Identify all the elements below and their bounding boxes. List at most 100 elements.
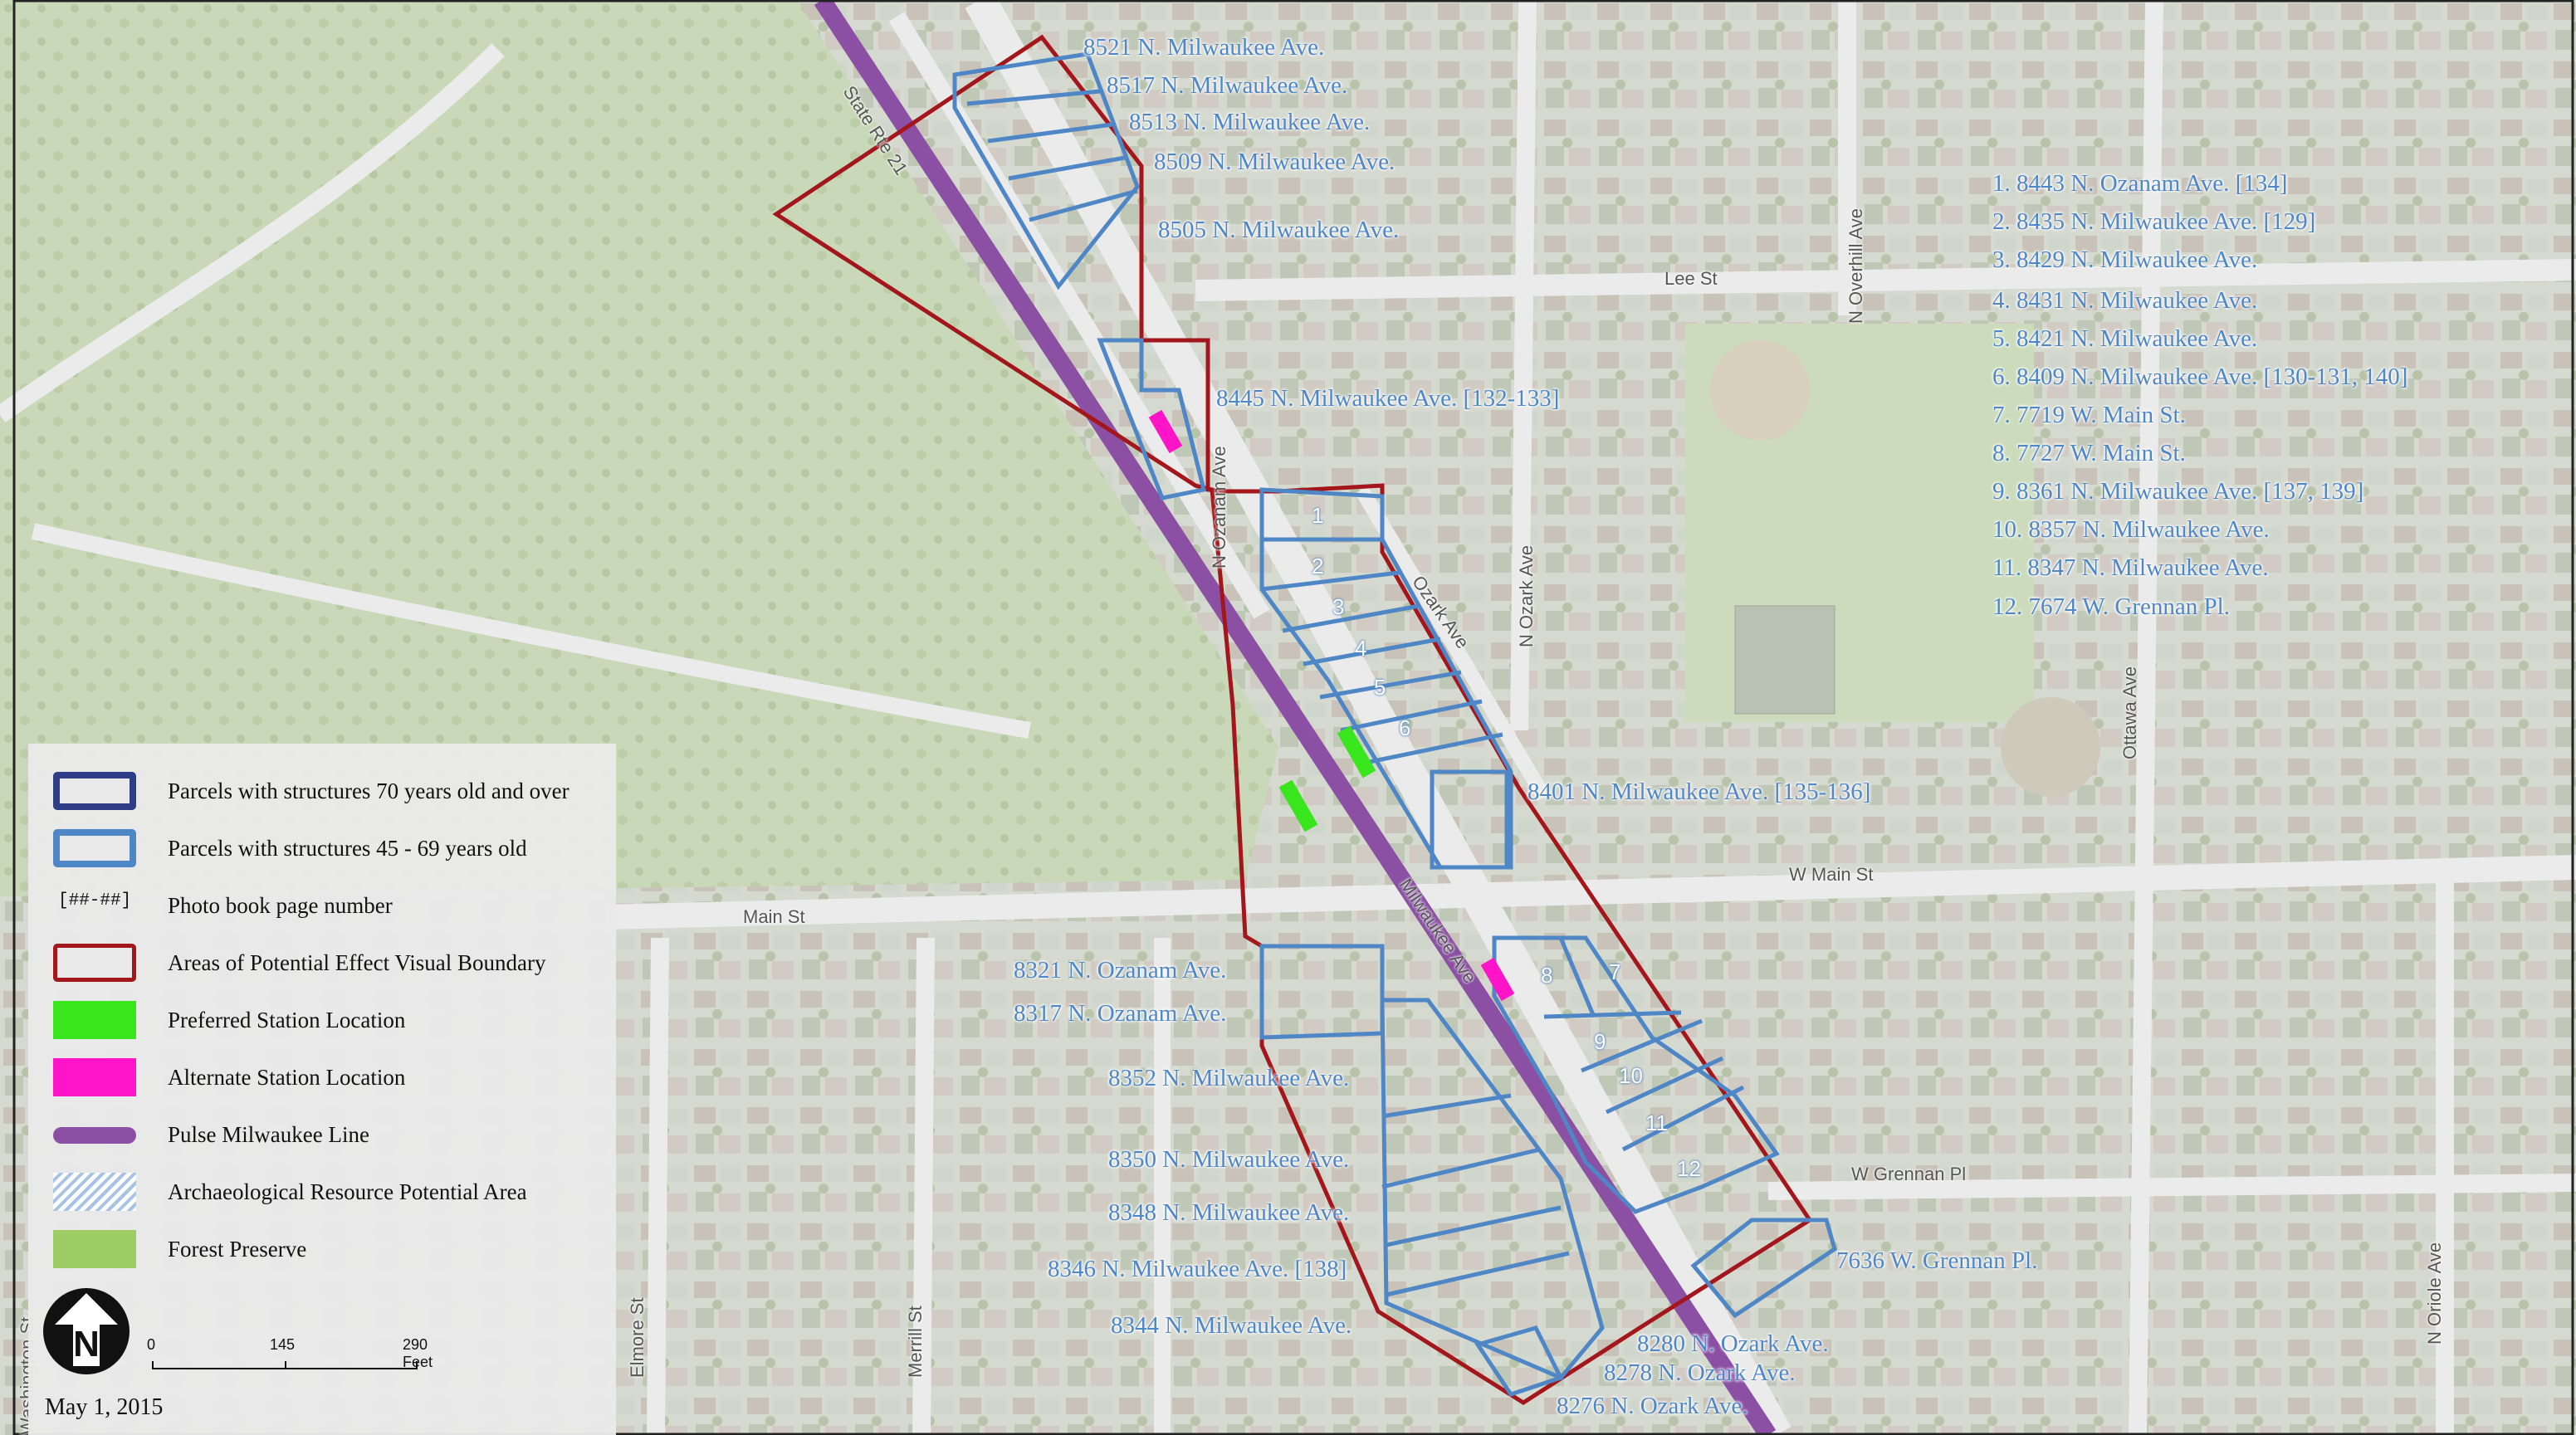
north-label: N — [73, 1324, 100, 1364]
pulse-line — [814, 0, 1777, 1435]
parcel-number: 3 — [1332, 594, 1345, 619]
parcel-number: 2 — [1312, 554, 1324, 578]
legend-item: Preferred Station Location — [40, 994, 613, 1044]
address-label: 8344 N. Milwaukee Ave. — [1111, 1312, 1352, 1339]
list-item: 10. 8357 N. Milwaukee Ave. — [1992, 516, 2270, 543]
list-item: 1. 8443 N. Ozanam Ave. [134] — [1992, 170, 2288, 197]
address-label: 8352 N. Milwaukee Ave. — [1108, 1065, 1350, 1091]
parcel-number: 8 — [1541, 963, 1553, 988]
scale-label: 0 — [147, 1336, 156, 1353]
list-item: 3. 8429 N. Milwaukee Ave. — [1992, 246, 2258, 273]
list-item: 7. 7719 W. Main St. — [1992, 402, 2186, 428]
street-label-merrill: Merrill St — [905, 1306, 926, 1378]
street-label-overhill: N Overhill Ave — [1845, 208, 1866, 324]
parcels-45-69 — [952, 51, 1837, 1397]
scale-tick — [152, 1361, 154, 1369]
list-item: 12. 7674 W. Grennan Pl. — [1992, 593, 2230, 620]
legend-item: [##-##] Photo book page number — [40, 880, 613, 930]
list-item: 11. 8347 N. Milwaukee Ave. — [1992, 554, 2269, 581]
legend-symbol-parcel-70 — [53, 772, 136, 810]
address-label: 7636 W. Grennan Pl. — [1836, 1247, 2038, 1274]
legend-item: Parcels with structures 70 years old and… — [40, 765, 613, 815]
scale-tick — [285, 1361, 286, 1369]
address-label: 8276 N. Ozark Ave. — [1557, 1393, 1748, 1419]
alternate-station-1 — [1148, 409, 1183, 454]
legend-symbol-line — [53, 1127, 136, 1144]
address-label: 8346 N. Milwaukee Ave. [138] — [1048, 1256, 1347, 1282]
legend-item: Forest Preserve — [40, 1223, 613, 1273]
parcel-number: 6 — [1399, 715, 1411, 740]
legend-label: Forest Preserve — [168, 1237, 307, 1262]
list-item: 5. 8421 N. Milwaukee Ave. — [1992, 325, 2258, 352]
parcel-number: 7 — [1609, 959, 1621, 984]
legend-symbol-boundary — [53, 944, 136, 982]
legend-symbol-hatch — [53, 1173, 136, 1211]
legend-label: Preferred Station Location — [168, 1008, 406, 1032]
street-label-elmore: Elmore St — [627, 1297, 648, 1378]
preferred-station-2 — [1278, 779, 1318, 832]
list-item: 6. 8409 N. Milwaukee Ave. [130-131, 140] — [1992, 364, 2408, 390]
list-item: 9. 8361 N. Milwaukee Ave. [137, 139] — [1992, 478, 2364, 505]
street-label-grennan: W Grennan Pl — [1851, 1164, 1967, 1184]
street-label-main: Main St — [743, 906, 805, 927]
parcel-number: 9 — [1594, 1029, 1606, 1054]
address-label: 8350 N. Milwaukee Ave. — [1108, 1146, 1350, 1173]
parcel-number: 4 — [1355, 636, 1367, 661]
legend-label: Alternate Station Location — [168, 1065, 406, 1090]
cemetery-area — [0, 0, 1278, 896]
legend-item: Areas of Potential Effect Visual Boundar… — [40, 937, 613, 987]
legend-item: Archaeological Resource Potential Area — [40, 1166, 613, 1216]
legend-label: Parcels with structures 70 years old and… — [168, 779, 569, 803]
street-label-lee: Lee St — [1664, 268, 1718, 289]
map-frame — [12, 0, 2574, 1435]
address-label: 8278 N. Ozark Ave. — [1604, 1359, 1796, 1386]
address-label: 8505 N. Milwaukee Ave. — [1158, 217, 1400, 243]
parcel-number: 1 — [1312, 503, 1324, 528]
north-arrow-icon: N — [42, 1286, 131, 1376]
street-label-w-main: W Main St — [1789, 864, 1874, 885]
legend-symbol-alternate — [53, 1058, 136, 1096]
legend-symbol-text: [##-##] — [58, 891, 132, 910]
legend-symbol-preferred — [53, 1001, 136, 1039]
address-label: 8509 N. Milwaukee Ave. — [1154, 149, 1396, 175]
address-label: 8513 N. Milwaukee Ave. — [1129, 109, 1371, 135]
scale-label: 145 — [270, 1336, 296, 1353]
parcel-number: 10 — [1619, 1063, 1643, 1088]
legend-label: Parcels with structures 45 - 69 years ol… — [168, 836, 527, 861]
street-label-ottawa: Ottawa Ave — [2119, 666, 2140, 759]
street-label-ozanam: N Ozanam Ave — [1209, 446, 1229, 569]
scale-bar: 0 145 290 Feet — [145, 1336, 433, 1386]
list-item: 8. 7727 W. Main St. — [1992, 440, 2186, 466]
legend-symbol-parcel-45 — [53, 829, 136, 867]
address-label: 8401 N. Milwaukee Ave. [135-136] — [1528, 779, 1871, 805]
legend-item: Alternate Station Location — [40, 1052, 613, 1101]
legend-label: Areas of Potential Effect Visual Boundar… — [168, 950, 546, 975]
parcel-number: 12 — [1677, 1156, 1701, 1181]
address-label: 8321 N. Ozanam Ave. — [1014, 957, 1227, 984]
legend-item: Parcels with structures 45 - 69 years ol… — [40, 822, 613, 872]
playground — [2001, 697, 2100, 797]
address-label: 8317 N. Ozanam Ave. — [1014, 1000, 1227, 1027]
tennis-courts — [1734, 605, 1835, 715]
legend-label: Photo book page number — [168, 893, 393, 918]
address-label: 8517 N. Milwaukee Ave. — [1107, 72, 1348, 99]
address-label: 8445 N. Milwaukee Ave. [132-133] — [1216, 385, 1560, 412]
address-label: 8348 N. Milwaukee Ave. — [1108, 1199, 1350, 1226]
address-label: 8521 N. Milwaukee Ave. — [1083, 34, 1325, 61]
legend-symbol-forest — [53, 1230, 136, 1268]
legend-label: Pulse Milwaukee Line — [168, 1122, 369, 1147]
map-date: May 1, 2015 — [45, 1394, 164, 1420]
list-item: 4. 8431 N. Milwaukee Ave. — [1992, 287, 2258, 314]
legend-label: Archaeological Resource Potential Area — [168, 1179, 527, 1204]
parcel-number: 11 — [1645, 1110, 1668, 1135]
ape-boundary — [772, 34, 1813, 1405]
street-label-oriole: N Oriole Ave — [2424, 1242, 2445, 1345]
baseball-field — [1710, 340, 1810, 440]
alternate-station-2 — [1480, 957, 1515, 1002]
street-label-n-ozark: N Ozark Ave — [1516, 544, 1537, 647]
preferred-station-1 — [1337, 725, 1376, 779]
map-legend: Parcels with structures 70 years old and… — [28, 744, 616, 1435]
address-label: 8280 N. Ozark Ave. — [1637, 1330, 1829, 1357]
legend-item: Pulse Milwaukee Line — [40, 1109, 613, 1159]
